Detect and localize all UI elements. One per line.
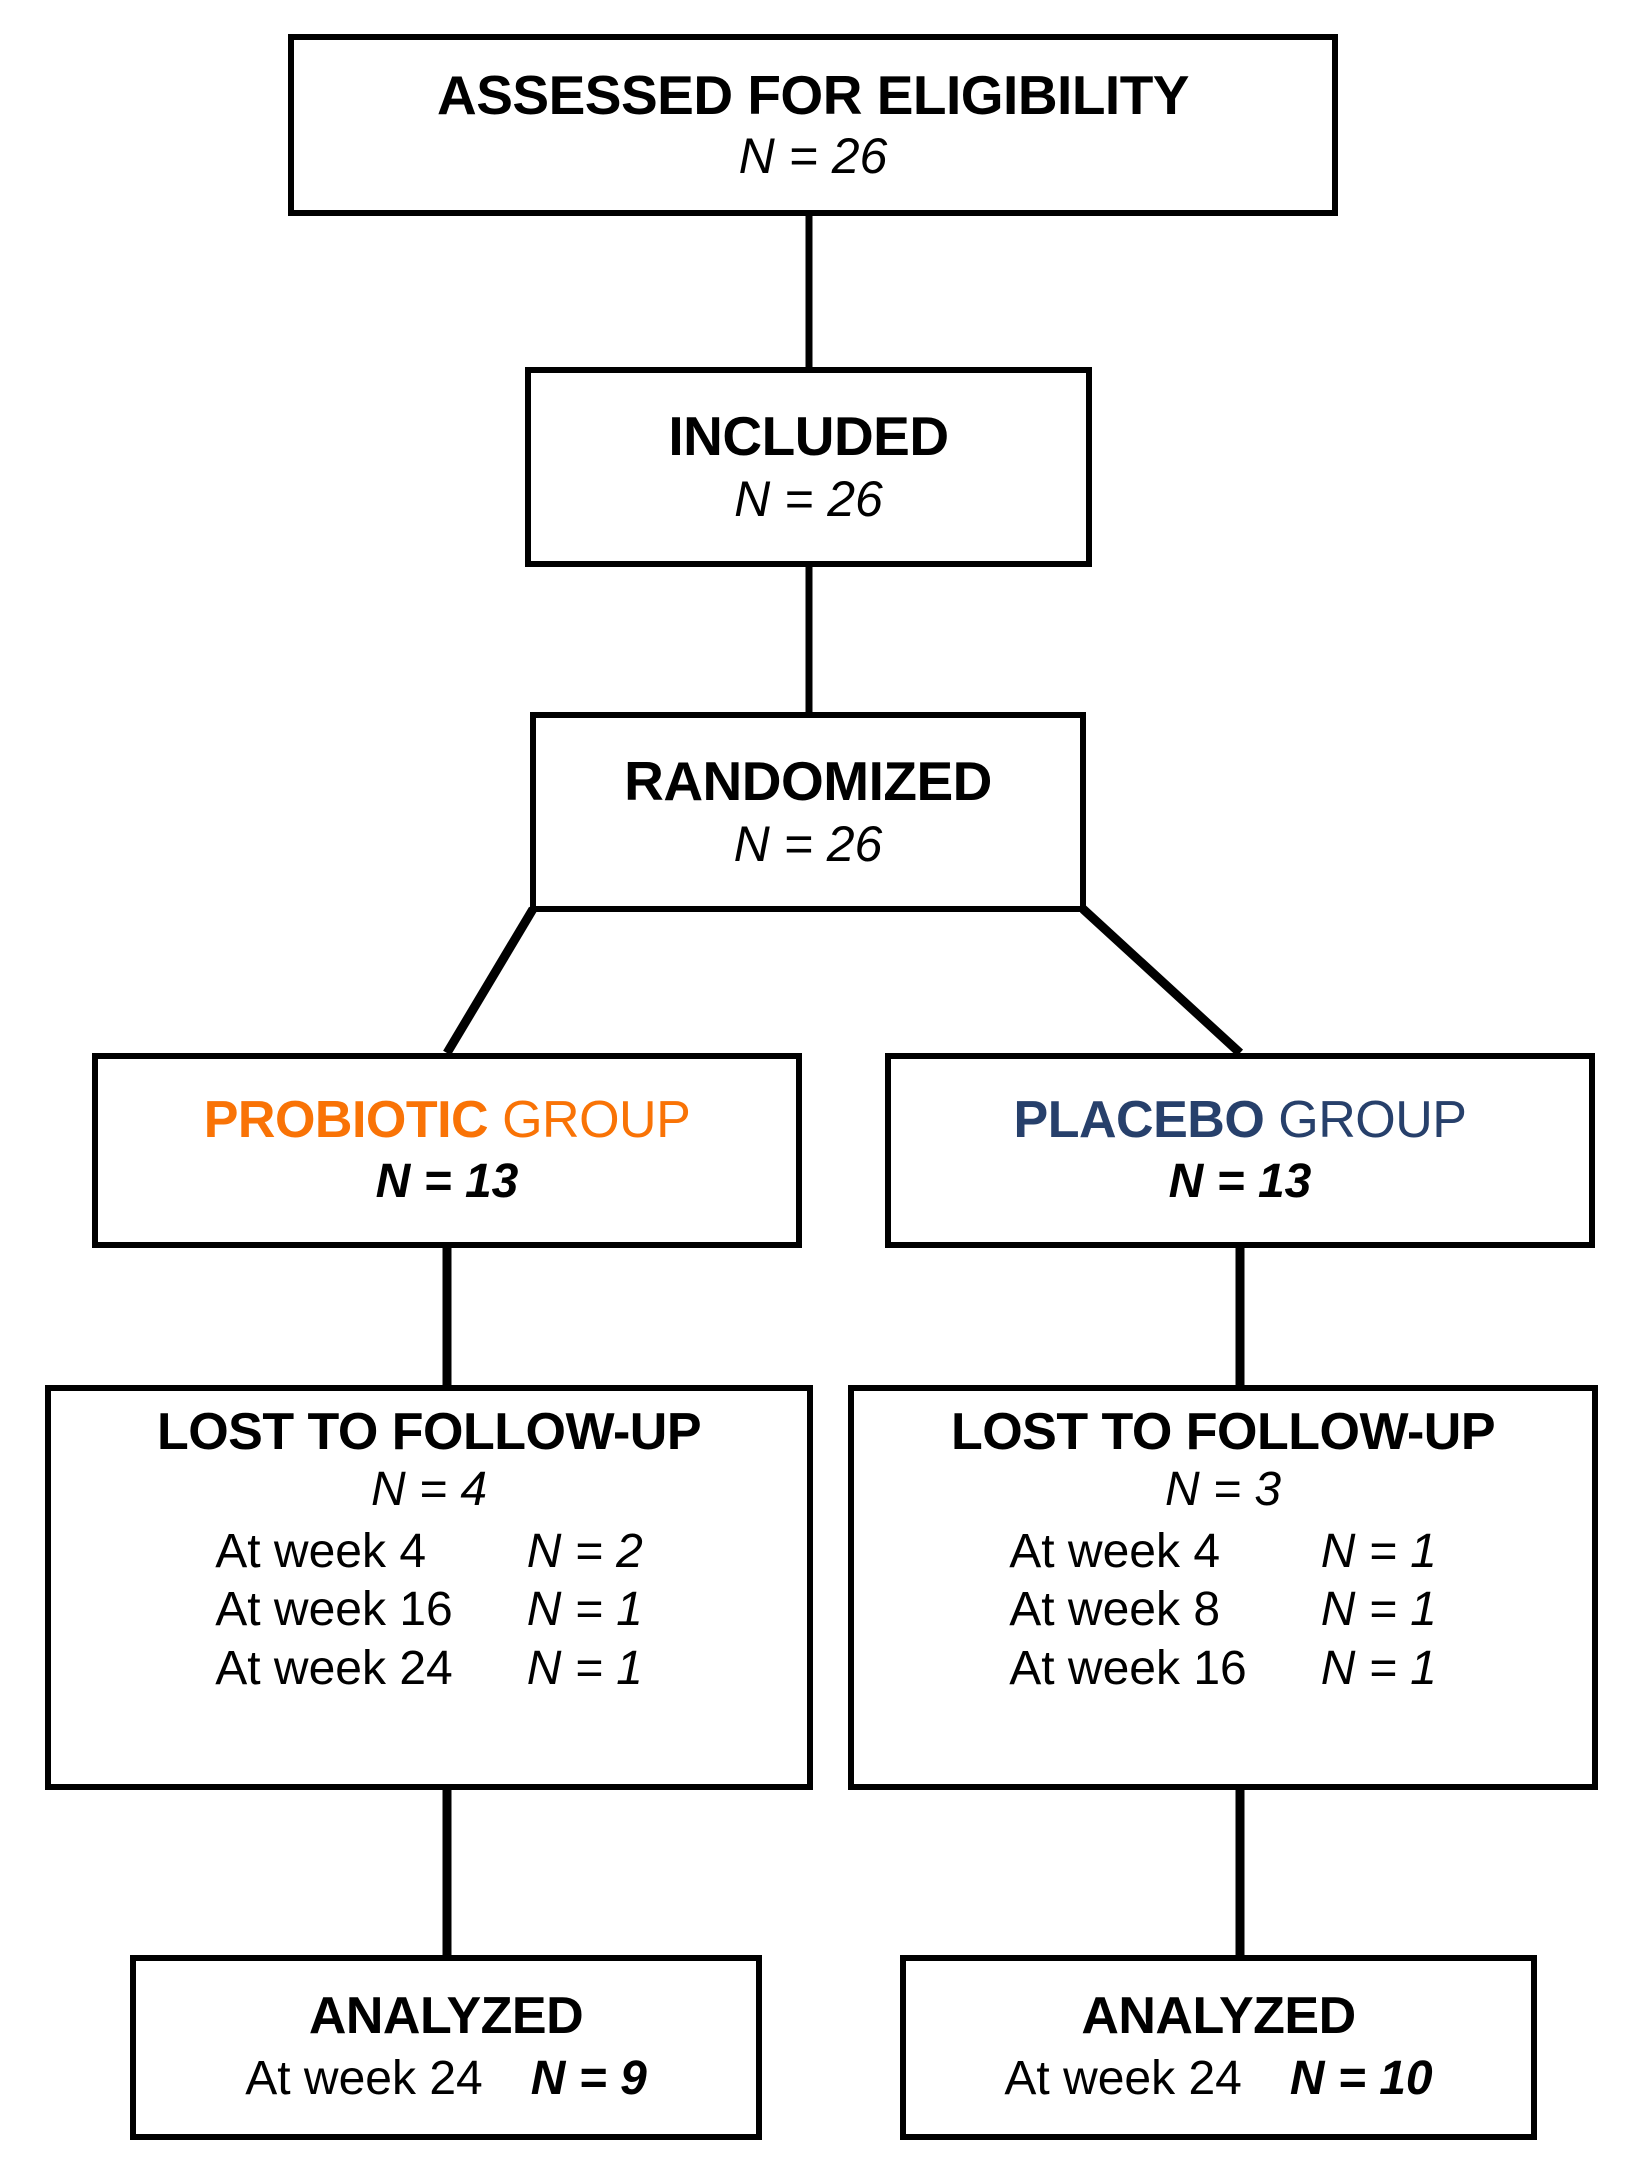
ltfu-week-count: N = 1 xyxy=(1320,1524,1437,1578)
assessed-title: ASSESSED FOR ELIGIBILITY xyxy=(437,64,1189,127)
ltfu-week-label: At week 4 xyxy=(1009,1524,1221,1578)
ltfu-placebo-count: N = 3 xyxy=(1164,1463,1282,1517)
ltfu-row: At week 24 N = 1 xyxy=(215,1640,643,1699)
node-lost-to-followup-placebo: LOST TO FOLLOW-UP N = 3 At week 4 N = 1 … xyxy=(848,1385,1598,1790)
analyzed-placebo-count: N = 10 xyxy=(1289,2051,1433,2105)
analyzed-placebo-week: At week 24 xyxy=(1004,2051,1242,2105)
placebo-group-title-strong: PLACEBO xyxy=(1013,1090,1265,1149)
node-randomized: RANDOMIZED N = 26 xyxy=(530,712,1086,912)
node-assessed-for-eligibility: ASSESSED FOR ELIGIBILITY N = 26 xyxy=(288,34,1338,216)
ltfu-week-label: At week 8 xyxy=(1009,1583,1221,1637)
randomized-count: N = 26 xyxy=(733,815,883,872)
probiotic-group-title: PROBIOTIC GROUP xyxy=(203,1090,691,1149)
ltfu-week-count: N = 1 xyxy=(526,1642,643,1695)
node-analyzed-probiotic: ANALYZED At week 24 N = 9 xyxy=(130,1955,762,2140)
analyzed-placebo-line: At week 24 N = 10 xyxy=(1004,2051,1432,2106)
connector-randomized-to-placebo xyxy=(1079,905,1244,1057)
ltfu-row: At week 8 N = 1 xyxy=(1009,1581,1437,1640)
analyzed-probiotic-title: ANALYZED xyxy=(308,1987,584,2046)
placebo-group-title: PLACEBO GROUP xyxy=(1013,1090,1467,1149)
ltfu-row: At week 16 N = 1 xyxy=(1009,1640,1437,1699)
ltfu-probiotic-title: LOST TO FOLLOW-UP xyxy=(156,1403,702,1461)
node-included: INCLUDED N = 26 xyxy=(525,367,1092,567)
analyzed-probiotic-line: At week 24 N = 9 xyxy=(245,2051,647,2106)
ltfu-week-label: At week 24 xyxy=(215,1642,453,1695)
node-analyzed-placebo: ANALYZED At week 24 N = 10 xyxy=(900,1955,1537,2140)
ltfu-row: At week 4 N = 1 xyxy=(1009,1523,1437,1582)
ltfu-week-label: At week 16 xyxy=(1009,1642,1247,1695)
node-placebo-group: PLACEBO GROUP N = 13 xyxy=(885,1053,1595,1248)
ltfu-week-label: At week 16 xyxy=(215,1583,453,1637)
ltfu-week-label: At week 4 xyxy=(215,1524,427,1578)
randomized-title: RANDOMIZED xyxy=(624,750,992,813)
analyzed-probiotic-count: N = 9 xyxy=(530,2051,647,2105)
probiotic-group-title-strong: PROBIOTIC xyxy=(203,1090,489,1149)
placebo-group-count: N = 13 xyxy=(1168,1154,1312,1208)
ltfu-placebo-breakdown: At week 4 N = 1 At week 8 N = 1 At week … xyxy=(1009,1523,1437,1699)
assessed-count: N = 26 xyxy=(738,127,888,184)
analyzed-probiotic-week: At week 24 xyxy=(245,2051,483,2105)
ltfu-probiotic-breakdown: At week 4 N = 2 At week 16 N = 1 At week… xyxy=(215,1523,643,1699)
ltfu-week-count: N = 1 xyxy=(1320,1642,1437,1695)
ltfu-probiotic-count: N = 4 xyxy=(370,1463,488,1517)
placebo-group-title-rest: GROUP xyxy=(1264,1090,1467,1149)
probiotic-group-title-rest: GROUP xyxy=(488,1090,691,1149)
connector-randomized-to-probiotic xyxy=(443,906,537,1056)
included-title: INCLUDED xyxy=(668,405,949,468)
node-lost-to-followup-probiotic: LOST TO FOLLOW-UP N = 4 At week 4 N = 2 … xyxy=(45,1385,813,1790)
ltfu-row: At week 4 N = 2 xyxy=(215,1523,643,1582)
ltfu-week-count: N = 2 xyxy=(526,1524,643,1578)
ltfu-week-count: N = 1 xyxy=(1320,1583,1437,1637)
probiotic-group-count: N = 13 xyxy=(375,1154,519,1208)
included-count: N = 26 xyxy=(734,470,883,527)
ltfu-row: At week 16 N = 1 xyxy=(215,1581,643,1640)
analyzed-placebo-title: ANALYZED xyxy=(1081,1987,1356,2046)
ltfu-placebo-title: LOST TO FOLLOW-UP xyxy=(950,1403,1496,1461)
node-probiotic-group: PROBIOTIC GROUP N = 13 xyxy=(92,1053,802,1248)
ltfu-week-count: N = 1 xyxy=(526,1583,643,1637)
